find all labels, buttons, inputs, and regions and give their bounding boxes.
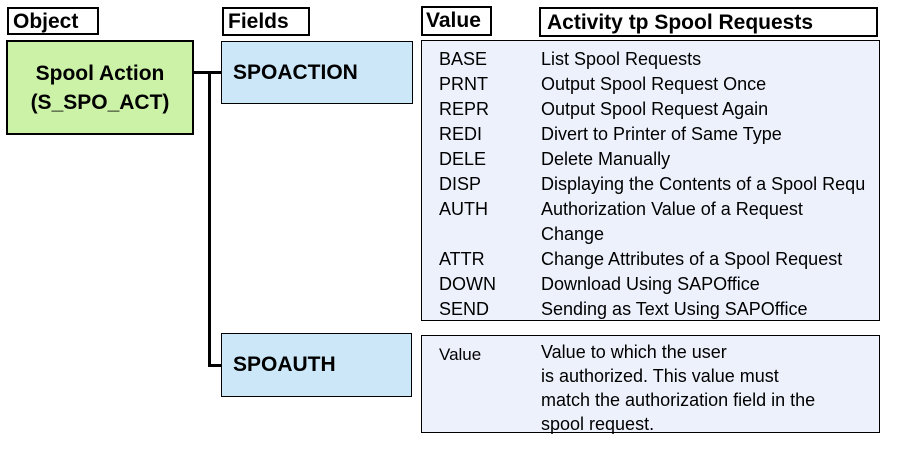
value-row: BASE List Spool Requests — [422, 47, 879, 72]
value-description: Value to which the user is authorized. T… — [541, 342, 816, 434]
value-row: PRNT Output Spool Request Once — [422, 72, 879, 97]
value-code: DOWN — [439, 274, 496, 294]
field-label-spoauth: SPOAUTH — [233, 353, 336, 376]
field-box-spoaction: SPOACTION — [221, 41, 413, 104]
value-description: Delete Manually — [541, 149, 671, 169]
value-row: AUTH Authorization Value of a Request Ch… — [422, 197, 879, 247]
object-title-line2: (S_SPO_ACT) — [30, 90, 170, 114]
spoaction-values-table: BASE List Spool Requests PRNT Output Spo… — [421, 40, 880, 321]
value-row: Value Value to which the user is authori… — [422, 340, 879, 436]
object-header-label: Object — [7, 7, 99, 35]
value-code: REDI — [439, 124, 483, 144]
value-header-label: Value — [421, 6, 492, 36]
value-row: DISP Displaying the Contents of a Spool … — [422, 172, 879, 197]
connector-vertical-line — [208, 71, 211, 367]
value-row: ATTR Change Attributes of a Spool Reques… — [422, 247, 879, 272]
value-description: Authorization Value of a Request Change — [541, 199, 803, 244]
value-description: Sending as Text Using SAPOffice — [541, 299, 808, 319]
spoauth-value-table: Value Value to which the user is authori… — [421, 335, 880, 436]
value-code: PRNT — [439, 74, 488, 94]
value-row: SEND Sending as Text Using SAPOffice — [422, 297, 879, 322]
object-box-spool-action: Spool Action (S_SPO_ACT) — [6, 40, 194, 135]
value-code: DELE — [439, 149, 487, 169]
value-row: REPR Output Spool Request Again — [422, 97, 879, 122]
fields-header-label: Fields — [222, 7, 310, 36]
value-code: DISP — [439, 174, 482, 194]
value-code: REPR — [439, 99, 490, 119]
activity-header-label: Activity tp Spool Requests — [539, 7, 878, 37]
value-row: REDI Divert to Printer of Same Type — [422, 122, 879, 147]
connector-to-spoauth — [208, 364, 232, 367]
field-label-spoaction: SPOACTION — [233, 60, 358, 84]
field-box-spoauth: SPOAUTH — [221, 333, 412, 397]
value-description: Output Spool Request Again — [541, 99, 769, 119]
value-description: List Spool Requests — [541, 49, 702, 69]
value-description: Download Using SAPOffice — [541, 274, 760, 294]
value-row: DELE Delete Manually — [422, 147, 879, 172]
value-code: ATTR — [439, 249, 485, 269]
value-description: Change Attributes of a Spool Request — [541, 249, 843, 269]
value-code: BASE — [439, 49, 488, 69]
value-code: AUTH — [439, 199, 488, 219]
value-row: DOWN Download Using SAPOffice — [422, 272, 879, 297]
value-description: Displaying the Contents of a Spool Requ — [541, 174, 866, 194]
value-code: Value — [439, 345, 482, 364]
value-description: Divert to Printer of Same Type — [541, 124, 782, 144]
value-description: Output Spool Request Once — [541, 74, 767, 94]
object-title-line1: Spool Action — [35, 61, 165, 85]
value-code: SEND — [439, 299, 490, 319]
